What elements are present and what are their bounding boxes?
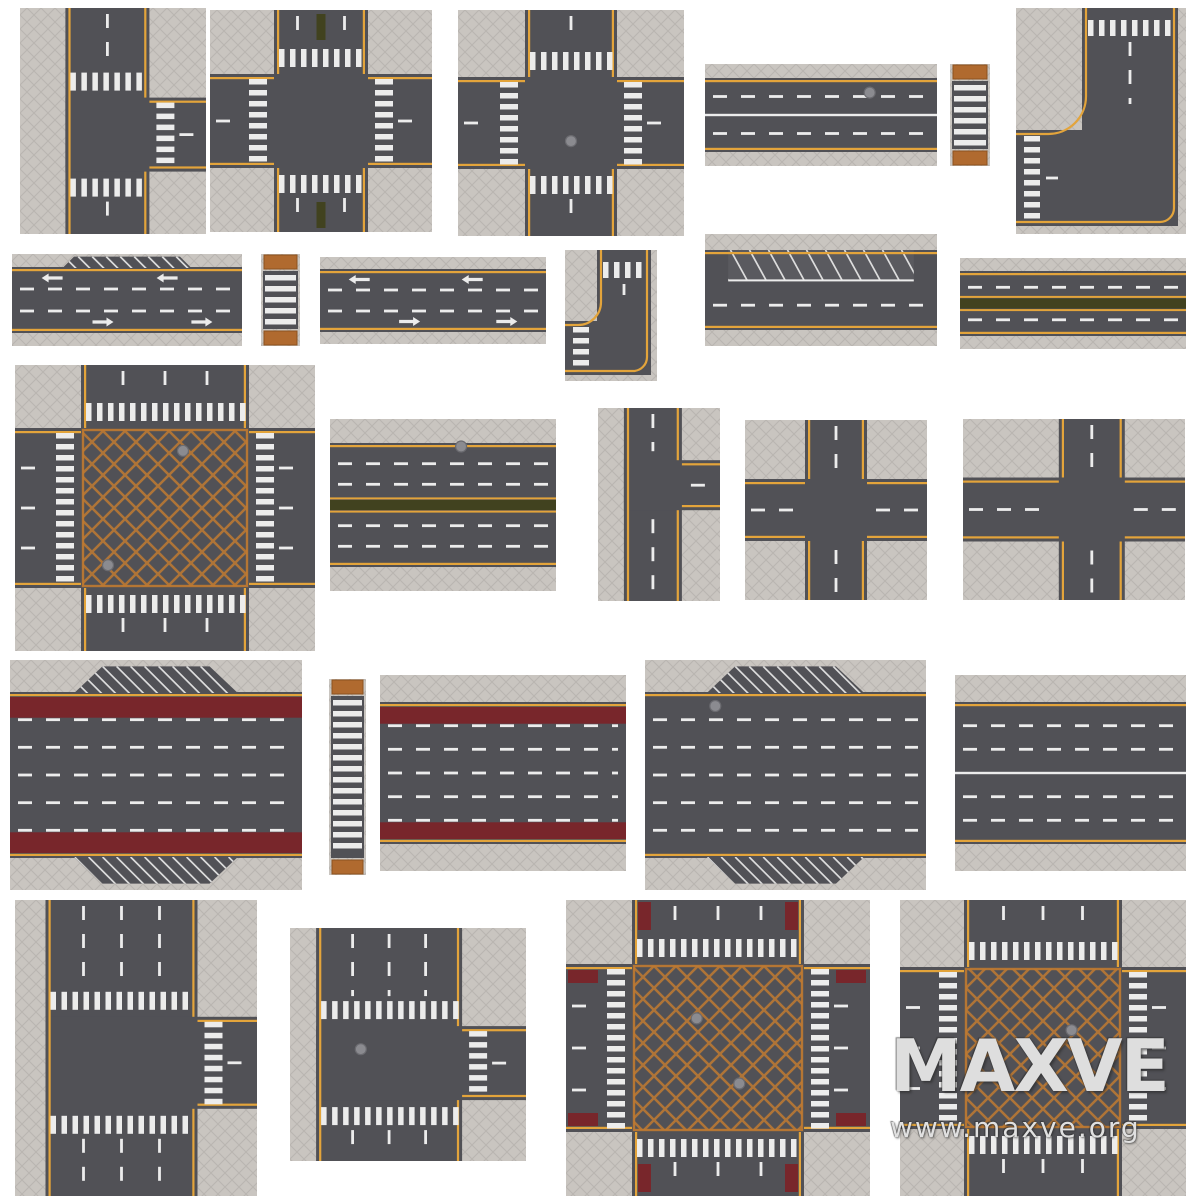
road-red-side-lanes — [380, 675, 626, 871]
corner-curve-large — [1016, 8, 1186, 234]
road-six-lane-median — [330, 419, 556, 591]
road-six-lane — [955, 675, 1186, 871]
tee-junction-small — [598, 408, 720, 601]
tee-junction-medium — [290, 928, 526, 1161]
crosswalk-module — [950, 64, 990, 166]
corner-curve-small — [565, 250, 657, 381]
box-junction-large — [15, 365, 315, 651]
road-olive-median — [960, 258, 1186, 349]
road-bus-bays — [645, 660, 926, 890]
box-junction — [900, 900, 1186, 1196]
road-two-lane-arrows — [320, 257, 546, 344]
cross-intersection-offset — [963, 419, 1185, 600]
crosswalk-module-small — [261, 254, 300, 346]
crosswalk-module-tall — [329, 679, 366, 875]
cross-intersection-median — [210, 10, 432, 232]
cross-intersection-crosswalks — [458, 10, 684, 236]
box-junction-red-lanes — [566, 900, 870, 1196]
road-bus-lanes-and-bays — [10, 660, 302, 890]
road-bus-bay-top — [12, 254, 242, 346]
straight-road-four-lane — [705, 64, 937, 166]
tee-junction-crosswalks — [20, 8, 206, 234]
cross-intersection-small — [745, 420, 927, 600]
road-diagonal-parking — [705, 234, 937, 346]
tee-junction-wide — [15, 900, 257, 1196]
